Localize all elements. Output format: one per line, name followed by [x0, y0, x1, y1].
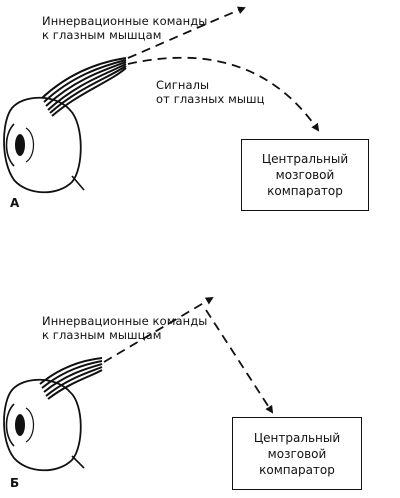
panel-b-commands-label-line2: к глазным мышцам — [42, 328, 162, 342]
panel-a-signals-label: Сигналы от глазных мышц — [156, 78, 265, 106]
panel-a-signal-arrow — [127, 56, 320, 132]
panel-b-commands-label: Иннервационные команды к глазным мышцам — [42, 314, 207, 342]
panel-a-comparator-line1: Центральный — [261, 152, 349, 166]
panel-b-commands-label-line1: Иннервационные команды — [42, 314, 208, 328]
panel-b-comparator-box: Центральный мозговой компаратор — [232, 417, 362, 490]
panel-b-command-arrow — [103, 296, 274, 414]
panel-a-comparator-box: Центральный мозговой компаратор — [241, 139, 369, 211]
panel-b-letter: Б — [10, 476, 20, 490]
panel-a-comparator-line2: мозговой — [275, 168, 335, 182]
panel-a-command-arrow — [127, 6, 246, 59]
panel-a-commands-label-line2: к глазным мышцам — [42, 28, 162, 42]
panel-b-eye-muscle — [39, 357, 103, 400]
panel-b-comparator-line3: компаратор — [259, 462, 335, 477]
panel-b-eye — [3, 378, 85, 472]
panel-a-signals-label-line2: от глазных мышц — [156, 92, 265, 106]
panel-a-letter: А — [10, 196, 20, 210]
panel-a-commands-label: Иннервационные команды к глазным мышцам — [42, 14, 207, 42]
panel-a-comparator-line3: компаратор — [267, 184, 343, 198]
panel-a-signals-label-line1: Сигналы — [156, 78, 210, 92]
panel-b-comparator-line2: мозговой — [267, 446, 327, 461]
panel-a-commands-label-line1: Иннервационные команды — [42, 14, 208, 28]
panel-a-eye — [3, 96, 85, 194]
panel-b-comparator-line1: Центральный — [253, 430, 341, 445]
panel-a-eye-muscle — [41, 57, 127, 117]
